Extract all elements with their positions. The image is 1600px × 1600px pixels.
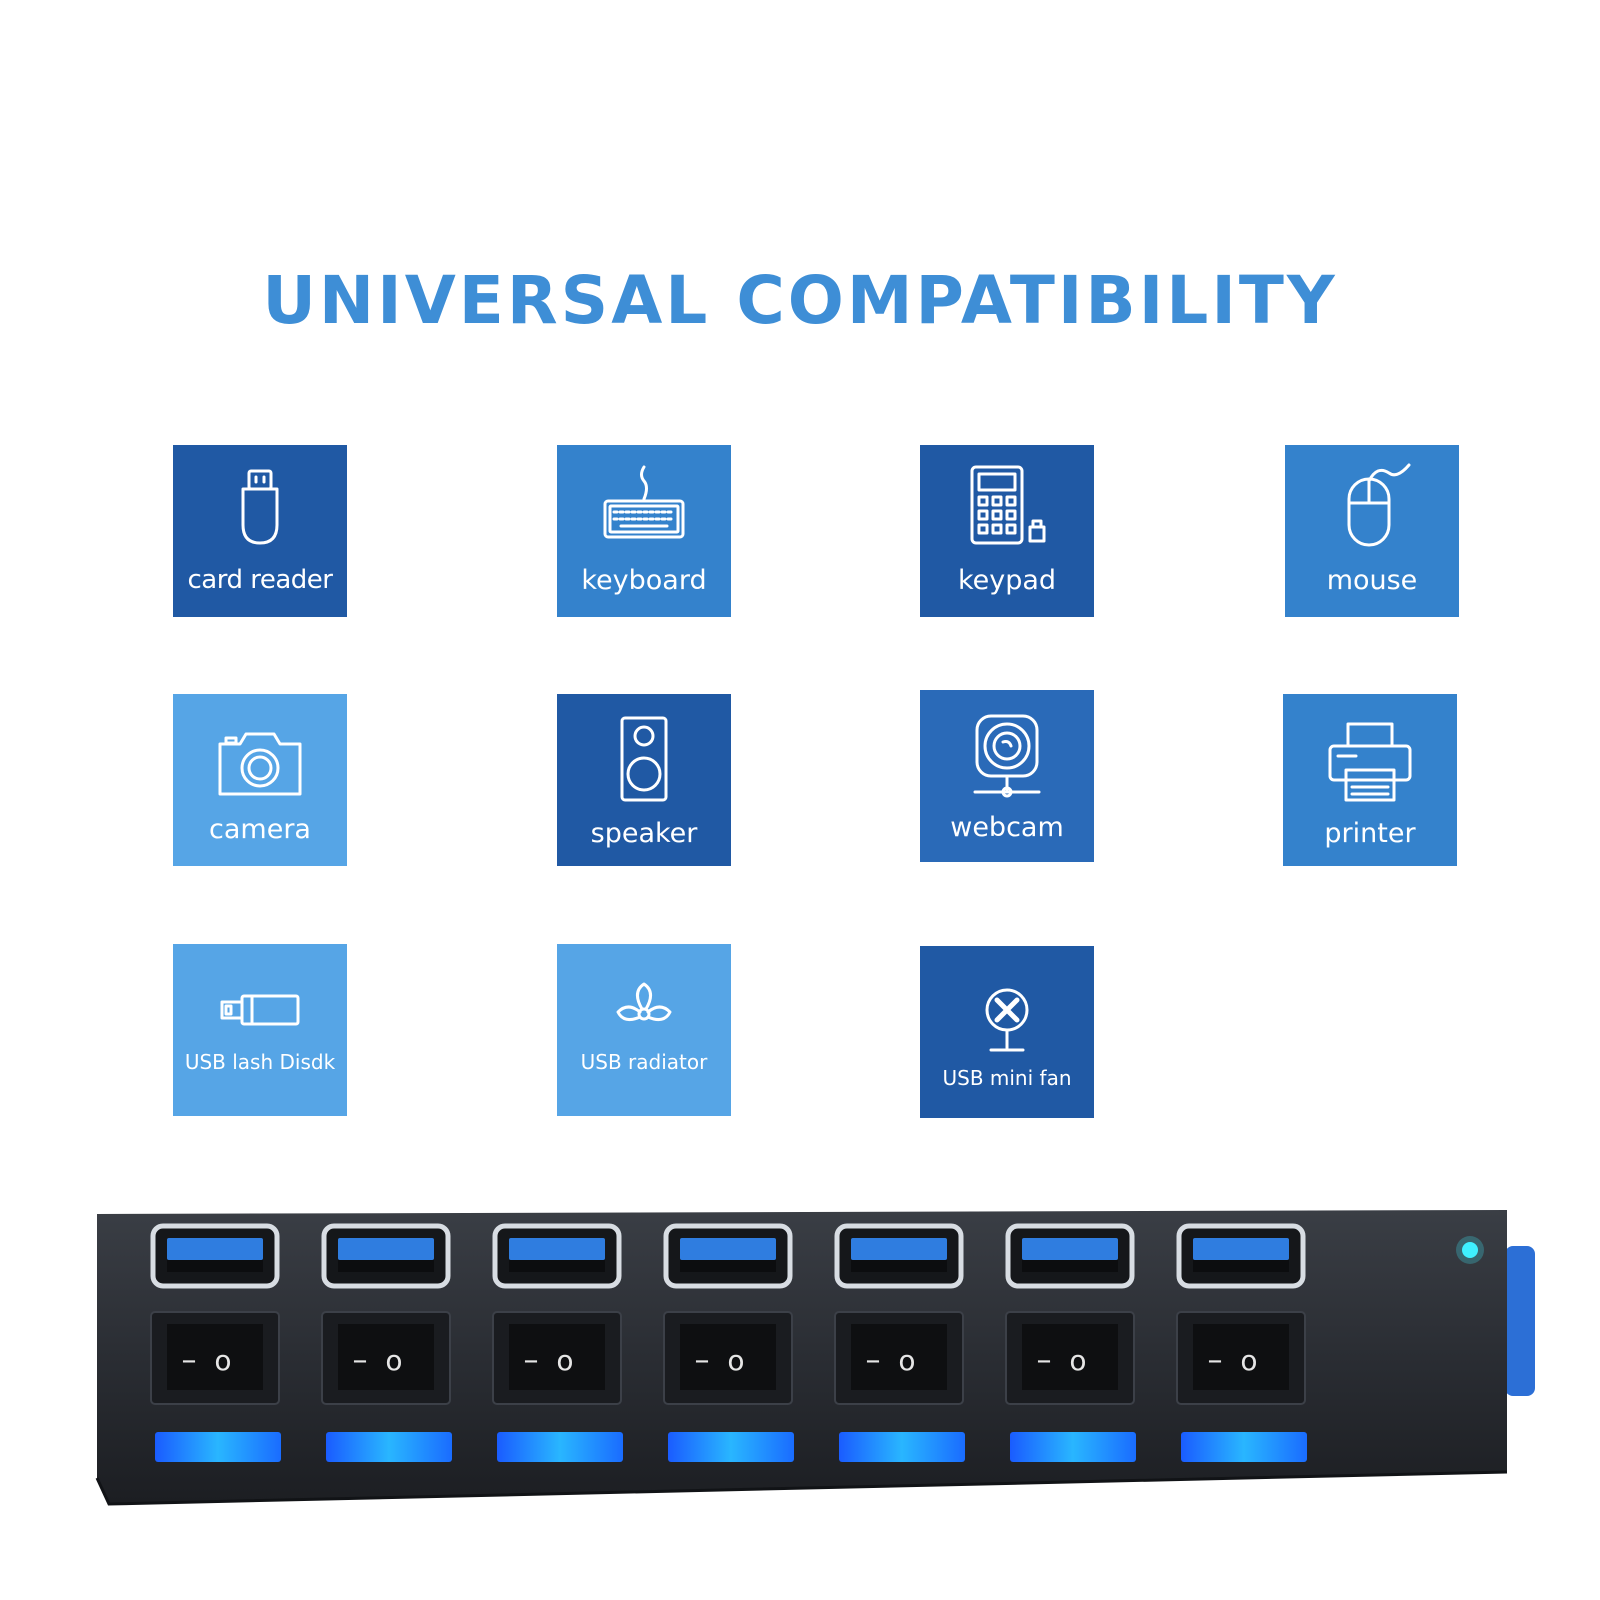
switch-off-symbol: – bbox=[182, 1343, 197, 1378]
usb-cable bbox=[1505, 1246, 1535, 1396]
switch-off-symbol: – bbox=[695, 1343, 710, 1378]
power-switch[interactable] bbox=[1022, 1324, 1118, 1390]
switch-on-symbol: o bbox=[1240, 1344, 1257, 1377]
usb-port-cavity bbox=[851, 1260, 947, 1272]
hub-port-2: –o bbox=[321, 1223, 452, 1462]
tile-keyboard: keyboard bbox=[557, 445, 731, 617]
usb-port-tongue bbox=[338, 1238, 434, 1260]
printer-icon bbox=[1328, 722, 1412, 802]
port-led bbox=[155, 1432, 281, 1462]
tile-speaker: speaker bbox=[557, 694, 731, 866]
switch-on-symbol: o bbox=[1069, 1344, 1086, 1377]
tile-mouse: mouse bbox=[1285, 445, 1459, 617]
hub-port-6: –o bbox=[1005, 1223, 1136, 1462]
device-label: speaker bbox=[590, 818, 698, 849]
device-label: USB mini fan bbox=[942, 1066, 1072, 1090]
usb-port-cavity bbox=[509, 1260, 605, 1272]
hub-port-4: –o bbox=[663, 1223, 794, 1462]
power-switch[interactable] bbox=[509, 1324, 605, 1390]
switch-off-symbol: – bbox=[353, 1343, 368, 1378]
camera-icon bbox=[218, 732, 302, 796]
usb-port-tongue bbox=[1193, 1238, 1289, 1260]
tile-keypad: keypad bbox=[920, 445, 1094, 617]
device-label: printer bbox=[1324, 818, 1416, 849]
hub-port-1: –o bbox=[150, 1223, 281, 1462]
port-led bbox=[668, 1432, 794, 1462]
usb-hub-image: –o–o–o–o–o–o–o bbox=[95, 1210, 1535, 1506]
device-label: card reader bbox=[187, 565, 333, 595]
device-label: keypad bbox=[957, 565, 1057, 596]
switch-on-symbol: o bbox=[556, 1344, 573, 1377]
switch-on-symbol: o bbox=[385, 1344, 402, 1377]
device-label: camera bbox=[209, 814, 311, 845]
power-switch[interactable] bbox=[1193, 1324, 1289, 1390]
port-led bbox=[1010, 1432, 1136, 1462]
usb-port-tongue bbox=[680, 1238, 776, 1260]
hub-body bbox=[97, 1210, 1507, 1504]
port-led bbox=[839, 1432, 965, 1462]
power-led bbox=[1462, 1242, 1478, 1258]
device-label: mouse bbox=[1326, 565, 1418, 596]
switch-on-symbol: o bbox=[727, 1344, 744, 1377]
port-led bbox=[326, 1432, 452, 1462]
usb-port-tongue bbox=[167, 1238, 263, 1260]
mouse-icon bbox=[1347, 463, 1411, 547]
port-led bbox=[497, 1432, 623, 1462]
hub-port-3: –o bbox=[492, 1223, 623, 1462]
hub-port-5: –o bbox=[834, 1223, 965, 1462]
tile-usb-mini-fan: USB mini fan bbox=[920, 946, 1094, 1118]
power-switch[interactable] bbox=[680, 1324, 776, 1390]
device-label: keyboard bbox=[581, 565, 707, 596]
switch-on-symbol: o bbox=[214, 1344, 231, 1377]
device-label: USB lash Disdk bbox=[184, 1050, 336, 1074]
headline: UNIVERSAL COMPATIBILITY bbox=[262, 262, 1338, 339]
hub-port-7: –o bbox=[1176, 1223, 1307, 1462]
usb-port-cavity bbox=[1193, 1260, 1289, 1272]
device-label: USB radiator bbox=[580, 1050, 708, 1074]
webcam-icon bbox=[973, 714, 1041, 798]
usb-port-cavity bbox=[167, 1260, 263, 1272]
usb-port-cavity bbox=[680, 1260, 776, 1272]
power-switch[interactable] bbox=[851, 1324, 947, 1390]
tile-card-reader: card reader bbox=[173, 445, 347, 617]
device-label: webcam bbox=[950, 812, 1064, 843]
speaker-icon bbox=[620, 716, 668, 802]
keypad-icon bbox=[970, 465, 1046, 545]
usb-port-tongue bbox=[851, 1238, 947, 1260]
usb-stick-icon bbox=[241, 469, 279, 545]
fan-blades-icon bbox=[616, 982, 672, 1022]
power-switch[interactable] bbox=[167, 1324, 263, 1390]
power-switch[interactable] bbox=[338, 1324, 434, 1390]
switch-on-symbol: o bbox=[898, 1344, 915, 1377]
usb-port-cavity bbox=[338, 1260, 434, 1272]
tile-printer: printer bbox=[1283, 694, 1457, 866]
usb-port-cavity bbox=[1022, 1260, 1118, 1272]
switch-off-symbol: – bbox=[1208, 1343, 1223, 1378]
switch-off-symbol: – bbox=[866, 1343, 881, 1378]
mini-fan-icon bbox=[985, 988, 1029, 1052]
tile-usb-radiator: USB radiator bbox=[557, 944, 731, 1116]
tile-camera: camera bbox=[173, 694, 347, 866]
flash-drive-icon bbox=[220, 994, 300, 1026]
switch-off-symbol: – bbox=[1037, 1343, 1052, 1378]
usb-port-tongue bbox=[1022, 1238, 1118, 1260]
keyboard-icon bbox=[603, 465, 685, 539]
tile-webcam: webcam bbox=[920, 690, 1094, 862]
switch-off-symbol: – bbox=[524, 1343, 539, 1378]
port-led bbox=[1181, 1432, 1307, 1462]
tile-usb-flash-disk: USB lash Disdk bbox=[173, 944, 347, 1116]
usb-port-tongue bbox=[509, 1238, 605, 1260]
